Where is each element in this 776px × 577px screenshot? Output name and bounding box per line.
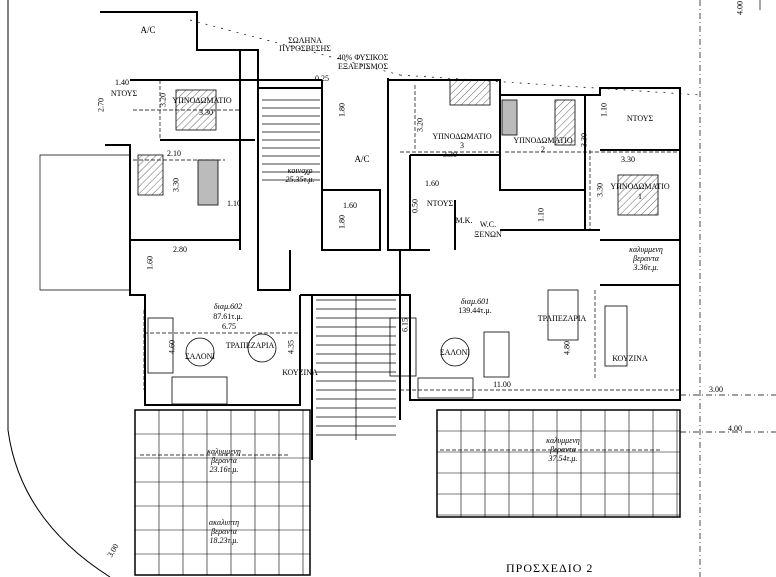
room-label-kitchen: ΚΟΥΖΙΝΑ <box>612 354 648 363</box>
apartment-label: διαμ.602 <box>213 302 243 311</box>
room-label-living: ΣΑΛΟΝΙ <box>439 348 471 357</box>
ac-label: A/C <box>354 154 370 164</box>
veranda-label: καλυμμενη <box>546 436 580 445</box>
dimension: 0.25 <box>315 74 329 83</box>
setback-dimension: 4.00 <box>728 424 742 433</box>
room-label-storage: Μ.Κ. <box>455 216 473 225</box>
dimension-lines <box>133 80 680 456</box>
room-label-dining: ΤΡΑΠΕΖΑΡΙΑ <box>225 341 275 350</box>
veranda-left-outline <box>134 409 311 576</box>
dimension: 11.00 <box>493 380 511 389</box>
dimension: 6.15 <box>400 318 410 332</box>
drawing-title: ΠΡΟΣΧΕΔΙΟ 2 <box>506 561 594 575</box>
apartment-label: διαμ.601 <box>460 297 490 306</box>
veranda-label: βεραντα <box>633 254 659 263</box>
neighbour-outline <box>39 154 131 291</box>
apartment-area: 139.44τ.μ. <box>458 306 492 315</box>
dimension: 2.80 <box>173 245 187 254</box>
dimension: 2.70 <box>96 98 106 112</box>
setback-line <box>680 394 776 433</box>
veranda-label: βεραντα <box>550 445 576 454</box>
room-label-wc: ΞΕΝΩΝ <box>474 230 502 239</box>
dimension: 4.60 <box>167 340 177 354</box>
dimension: 4.35 <box>286 340 296 354</box>
setback-dimension: 4.00 <box>735 1 745 15</box>
room-label-kitchen: ΚΟΥΖΙΝΑ <box>282 368 318 377</box>
dimension: 1.60 <box>145 256 155 270</box>
room-label-shower: ΝΤΟΥΣ <box>110 89 138 98</box>
dimension: 2.10 <box>167 149 181 158</box>
dimension: 1.60 <box>425 179 439 188</box>
room-label-bedroom-1: ΥΠΝΟΔΩΜΑΤΙΟ <box>610 182 670 191</box>
room-label-dining: ΤΡΑΠΕΖΑΡΙΑ <box>537 314 587 323</box>
walls-common-core <box>258 80 401 460</box>
veranda-label: βεραντα <box>211 527 237 536</box>
dimension: 3.20 <box>415 118 425 132</box>
common-area-size: 25.35τ.μ. <box>285 175 315 184</box>
pipe-note: ΣΩΛΗΝΑ <box>288 36 322 45</box>
dimension: 1.80 <box>337 215 347 229</box>
dimension: 3.30 <box>579 133 589 147</box>
dimension: 3.30 <box>443 150 457 159</box>
dimension: 3.20 <box>158 93 168 107</box>
veranda-area: 18.23τ.μ. <box>209 536 239 545</box>
room-label-bedroom: ΥΠΝΟΔΩΜΑΤΙΟ <box>172 96 232 105</box>
setback-dimension: 3.00 <box>709 385 723 394</box>
room-label-bedroom-2: ΥΠΝΟΔΩΜΑΤΙΟ <box>513 136 573 145</box>
room-number: 3 <box>460 141 464 150</box>
dimension: 1.10 <box>599 103 609 117</box>
common-area-label: κοινοχρ <box>287 166 313 175</box>
veranda-right-outline <box>436 409 681 518</box>
room-number: 2 <box>541 145 545 154</box>
vent-note: ΕΞΑΕΡΙΣΜΟΣ <box>337 62 389 71</box>
dimension: 3.30 <box>621 155 635 164</box>
room-label-living: ΣΑΛΟΝΙ <box>184 352 216 361</box>
room-label-shower: ΝΤΟΥΣ <box>426 199 454 208</box>
veranda-label: καλυμμενη <box>207 447 241 456</box>
dimension: 4.80 <box>562 341 572 355</box>
dimension: 1.40 <box>115 78 129 87</box>
room-label-wc: W.C. <box>479 220 497 229</box>
room-label-shower: ΝΤΟΥΣ <box>626 114 654 123</box>
dimension: 1.10 <box>227 199 241 208</box>
dimension: 1.60 <box>343 201 357 210</box>
veranda-label: καλυμμενη <box>629 245 663 254</box>
pipe-note: ΠΥΡΟΣΒΕΣΗΣ <box>279 44 331 53</box>
vent-note: 40% ΦΥΣΙΚΟΣ <box>337 53 389 62</box>
veranda-label: ακαλυπτη <box>208 518 240 527</box>
apartment-area: 87.61τ.μ. <box>213 312 243 321</box>
ac-label: A/C <box>140 25 156 35</box>
dimension: 3.30 <box>595 183 605 197</box>
plot-boundary <box>7 0 111 577</box>
dimension: 3.30 <box>199 108 213 117</box>
walls-apartment-602 <box>100 11 322 406</box>
veranda-area: 3.36τ.μ. <box>633 263 659 272</box>
room-number: 1 <box>638 192 642 201</box>
veranda-area: 23.16τ.μ. <box>209 465 239 474</box>
veranda-label: βεραντα <box>211 456 237 465</box>
walls-apartment-601 <box>387 78 681 401</box>
dimension: 0.50 <box>410 199 420 213</box>
stairs <box>262 99 396 440</box>
dimension: 3.30 <box>171 178 181 192</box>
furniture <box>137 79 659 405</box>
dimension: 6.75 <box>222 322 236 331</box>
dimension: 1.80 <box>337 103 347 117</box>
room-label-bedroom-3: ΥΠΝΟΔΩΜΑΤΙΟ <box>432 132 492 141</box>
dimension: 1.10 <box>536 208 546 222</box>
veranda-area: 37.54τ.μ. <box>548 454 578 463</box>
